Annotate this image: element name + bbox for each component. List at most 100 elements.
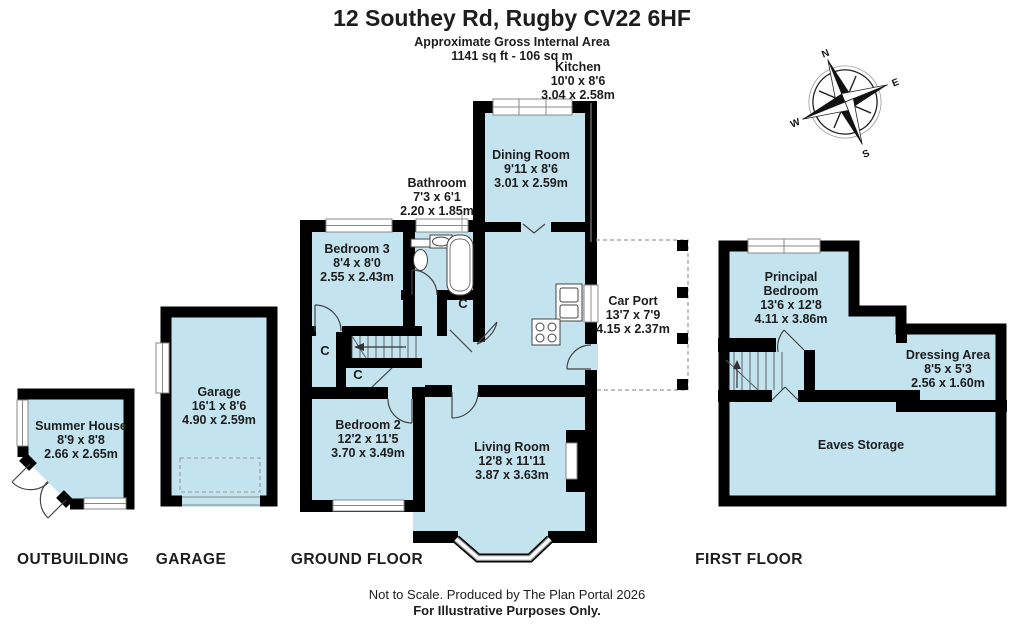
footer-illustrative: For Illustrative Purposes Only. — [413, 603, 601, 618]
carport-door-gap — [584, 344, 598, 370]
room-metric: 4.11 x 3.86m — [754, 312, 828, 326]
room-name: Living Room — [474, 440, 550, 454]
bathroom-fixtures — [410, 234, 474, 296]
compass-icon: N E S W — [789, 48, 901, 161]
room-imperial: 12'8 x 11'11 — [478, 454, 546, 468]
room-label-principal-bedroom: Principal Bedroom 13'6 x 12'8 4.11 x 3.8… — [755, 270, 828, 326]
door-arc — [451, 391, 479, 419]
room-label-summer-house: Summer House 8'9 x 8'8 2.66 x 2.65m — [35, 419, 127, 461]
room-metric: 3.04 x 2.58m — [541, 88, 615, 102]
door-arc — [411, 269, 438, 296]
room-name: Car Port — [608, 294, 658, 308]
room-metric: 4.90 x 2.59m — [182, 413, 256, 427]
eaves-door-leaves — [771, 386, 799, 401]
room-name: Dressing Area — [905, 348, 991, 362]
compass-east-label: E — [890, 77, 901, 90]
door-arc — [566, 344, 592, 370]
closet-label: C — [458, 296, 468, 311]
ground-floor-plan — [300, 98, 599, 563]
room-metric: 3.87 x 3.63m — [475, 468, 549, 482]
subtitle-gross-internal-area: Approximate Gross Internal Area — [414, 35, 610, 49]
car-port-area — [596, 239, 689, 391]
room-name: Kitchen — [555, 60, 601, 74]
compass-west-label: W — [789, 117, 802, 131]
room-metric: 3.70 x 3.49m — [331, 446, 405, 460]
page-title: 12 Southey Rd, Rugby CV22 6HF — [333, 5, 691, 31]
compass-star — [802, 59, 888, 145]
door-arc — [387, 398, 413, 424]
door-arc — [314, 304, 342, 332]
door-arc — [777, 329, 805, 353]
room-imperial: 16'1 x 8'6 — [191, 399, 247, 413]
room-imperial: 8'4 x 8'0 — [333, 256, 381, 270]
room-imperial: 9'11 x 8'6 — [504, 162, 558, 176]
hob — [531, 318, 561, 346]
bay-window — [453, 535, 554, 563]
garage-door-opening — [182, 495, 260, 507]
room-metric: 2.20 x 1.85m — [400, 204, 474, 218]
open-doorway-mark — [522, 223, 546, 234]
room-name: Summer House — [35, 419, 127, 433]
compass-north-label: N — [820, 48, 831, 61]
room-label-garage: Garage 16'1 x 8'6 4.90 x 2.59m — [182, 385, 256, 427]
fireplace — [565, 442, 578, 480]
closet-door-leaf — [371, 367, 393, 388]
first-floor-walls — [718, 329, 1007, 412]
room-label-bedroom-3: Bedroom 3 8'4 x 8'0 2.55 x 2.43m — [320, 242, 394, 284]
door-arc — [476, 321, 498, 345]
ground-floor-stairs — [351, 335, 417, 359]
room-name: Bedroom — [763, 284, 819, 298]
room-label-kitchen: Kitchen 10'0 x 8'6 3.04 x 2.58m — [541, 60, 615, 102]
double-doors — [11, 463, 67, 519]
room-name: Principal — [764, 270, 818, 284]
dining-kitchen-fill — [473, 101, 597, 397]
room-metric: 2.56 x 1.60m — [911, 376, 985, 390]
subtitle-area-values: 1141 sq ft - 106 sq m — [451, 49, 573, 63]
carport-dashed-outline — [596, 239, 689, 391]
label-leader-lines — [461, 103, 592, 242]
garage-plan — [155, 306, 278, 507]
carport-posts — [677, 240, 688, 390]
section-label-garage: GARAGE — [155, 551, 227, 568]
window-mullions — [326, 99, 592, 506]
room-imperial: 8'9 x 8'8 — [57, 433, 105, 447]
closet-door-leaf — [449, 329, 473, 353]
ground-floor-doors — [314, 223, 592, 424]
section-label-first-floor: FIRST FLOOR — [695, 551, 803, 568]
room-imperial: 13'7 x 7'9 — [605, 308, 661, 322]
footer-disclaimer: Not to Scale. Produced by The Plan Porta… — [368, 587, 646, 602]
room-label-dressing-area: Dressing Area 8'5 x 5'3 2.56 x 1.60m — [906, 348, 990, 390]
toilet — [410, 238, 431, 248]
room-metric: 2.55 x 2.43m — [320, 270, 394, 284]
section-label-outbuilding: OUTBUILDING — [16, 551, 130, 568]
first-floor-doors — [771, 329, 805, 401]
room-label-bathroom: Bathroom 7'3 x 6'1 2.20 x 1.85m — [400, 176, 474, 218]
room-imperial: 10'0 x 8'6 — [550, 74, 606, 88]
room-name: Bathroom — [407, 176, 467, 190]
kitchen-fixtures — [531, 283, 583, 346]
bedroom2-fill — [300, 385, 425, 512]
room-label-eaves-storage: Eaves Storage — [818, 438, 904, 452]
closet-label: C — [320, 343, 330, 358]
room-label-bedroom-2: Bedroom 2 12'2 x 11'5 3.70 x 3.49m — [331, 418, 405, 460]
room-name: Dining Room — [492, 148, 570, 162]
room-label-living-room: Living Room 12'8 x 11'11 3.87 x 3.63m — [474, 440, 550, 482]
room-label-car-port: Car Port 13'7 x 7'9 4.15 x 2.37m — [596, 294, 670, 336]
room-metric: 2.66 x 2.65m — [44, 447, 118, 461]
room-imperial: 8'5 x 5'3 — [924, 362, 972, 376]
room-name: Bedroom 3 — [324, 242, 390, 256]
parking-space-dashed — [179, 457, 261, 493]
room-imperial: 12'2 x 11'5 — [337, 432, 399, 446]
room-imperial: 13'6 x 12'8 — [760, 298, 822, 312]
room-name: Eaves Storage — [817, 438, 905, 452]
room-name: Bedroom 2 — [335, 418, 401, 432]
closet-label: C — [353, 367, 363, 382]
room-metric: 4.15 x 2.37m — [596, 322, 670, 336]
section-label-ground-floor: GROUND FLOOR — [290, 551, 424, 568]
summer-house-plan — [11, 388, 135, 519]
room-label-dining-room: Dining Room 9'11 x 8'6 3.01 x 2.59m — [492, 148, 570, 190]
room-imperial: 7'3 x 6'1 — [413, 190, 461, 204]
compass-south-label: S — [861, 148, 872, 161]
